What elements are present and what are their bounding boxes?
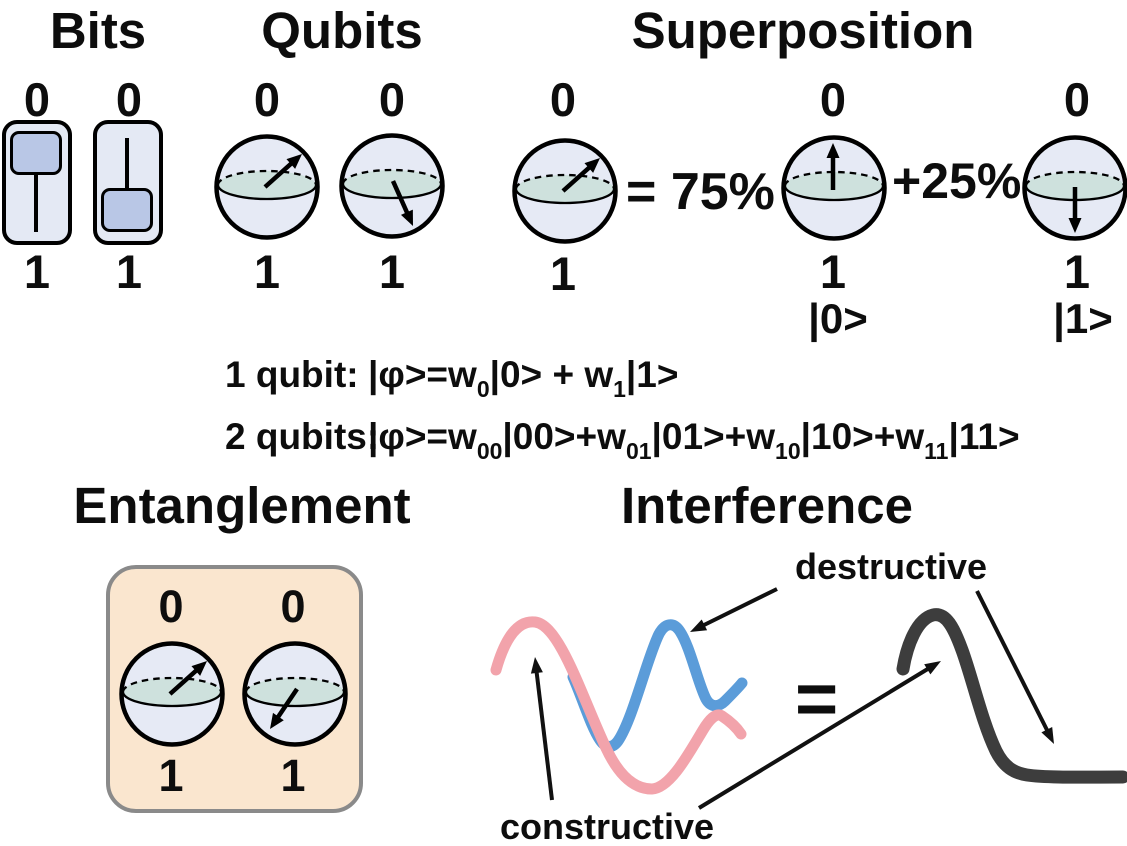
- state-0-label: 0: [378, 73, 406, 126]
- state-arrow-up-right: [286, 154, 302, 169]
- equation-line-label: 1 qubit:: [225, 354, 359, 395]
- state-1-label: 1: [549, 247, 577, 300]
- state-1-label: 1: [253, 245, 281, 298]
- destructive-arrowhead: [690, 619, 708, 632]
- state-1-label: 1: [280, 750, 306, 801]
- equations: 1 qubit:|φ>=w0|0> + w1|1>2 qubits:|φ>=w0…: [225, 351, 1020, 475]
- constructive-result-arrowhead: [924, 661, 941, 675]
- state-arrow-up-right: [191, 661, 207, 676]
- destructive-arrow: [699, 587, 778, 629]
- equation-formula: |φ>=w0|0> + w1|1>: [368, 354, 679, 402]
- destructive-label: destructive: [795, 546, 988, 587]
- state-arrow-up-right: [584, 158, 600, 173]
- state-1-label: 1: [115, 245, 143, 298]
- ket-0-label: |0>: [808, 295, 868, 342]
- equation-formula: |φ>=w00|00>+w01|01>+w10|10>+w11|11>: [368, 416, 1020, 464]
- state-arrow-down: [1068, 218, 1082, 233]
- state-1-label: 1: [23, 245, 51, 298]
- result-wave: [896, 608, 1127, 784]
- bloch-sphere-state-1: [1022, 135, 1127, 241]
- state-1-label: 1: [378, 245, 406, 298]
- bloch-sphere-qubit-1: [214, 134, 320, 240]
- state-0-label: 0: [253, 73, 281, 126]
- interference-heading: Interference: [621, 477, 913, 534]
- bits-heading: Bits: [49, 2, 147, 59]
- superposition-heading: Superposition: [631, 2, 975, 59]
- switch-knob: [10, 131, 62, 175]
- constructive-result-arrow: [697, 665, 933, 810]
- state-arrow-up: [826, 143, 840, 158]
- state-1-label: 1: [158, 750, 184, 801]
- switch-track: [34, 174, 38, 232]
- state-0-label: 0: [23, 73, 51, 126]
- bloch-sphere-entangled-1: [119, 641, 225, 747]
- destructive-result-arrow: [975, 590, 1051, 735]
- bloch-sphere-entangled-2: [242, 641, 348, 747]
- state-0-label: 0: [819, 73, 847, 126]
- state-0-label: 0: [115, 73, 143, 126]
- weight-25-text: +25%: [892, 153, 1022, 209]
- equation-line: 1 qubit:|φ>=w0|0> + w1|1>: [225, 351, 1020, 413]
- weight-75-text: = 75%: [626, 163, 775, 221]
- equation-line-label: 2 qubits:: [225, 416, 380, 457]
- bloch-sphere-qubit-2: [339, 133, 445, 239]
- state-0-label: 0: [1063, 73, 1091, 126]
- constructive-arrow: [534, 666, 554, 801]
- state-1-label: 1: [1063, 245, 1091, 298]
- destructive-result-arrowhead: [1041, 727, 1054, 744]
- qubits-heading: Qubits: [261, 2, 423, 59]
- state-arrow-down-left: [270, 712, 284, 729]
- state-0-label: 0: [549, 73, 577, 126]
- ket-1-label: |1>: [1053, 295, 1113, 342]
- bloch-sphere-state-0: [781, 135, 887, 241]
- state-0-label: 0: [158, 581, 184, 632]
- equals-sign: =: [795, 657, 839, 740]
- constructive-arrowhead: [530, 657, 543, 674]
- interference-diagram: [490, 587, 1127, 810]
- state-0-label: 0: [280, 581, 306, 632]
- state-1-label: 1: [819, 245, 847, 298]
- bloch-sphere-superposed: [512, 138, 618, 244]
- bit-switch-up: [2, 120, 72, 245]
- switch-knob: [101, 188, 153, 232]
- constructive-label: constructive: [500, 806, 715, 846]
- entanglement-heading: Entanglement: [73, 477, 411, 534]
- state-arrow-down-right: [400, 209, 413, 226]
- input-wave-pink: [490, 616, 747, 795]
- switch-track: [125, 138, 129, 190]
- equation-line: 2 qubits:|φ>=w00|00>+w01|01>+w10|10>+w11…: [225, 413, 1020, 475]
- bit-switch-down: [93, 120, 163, 245]
